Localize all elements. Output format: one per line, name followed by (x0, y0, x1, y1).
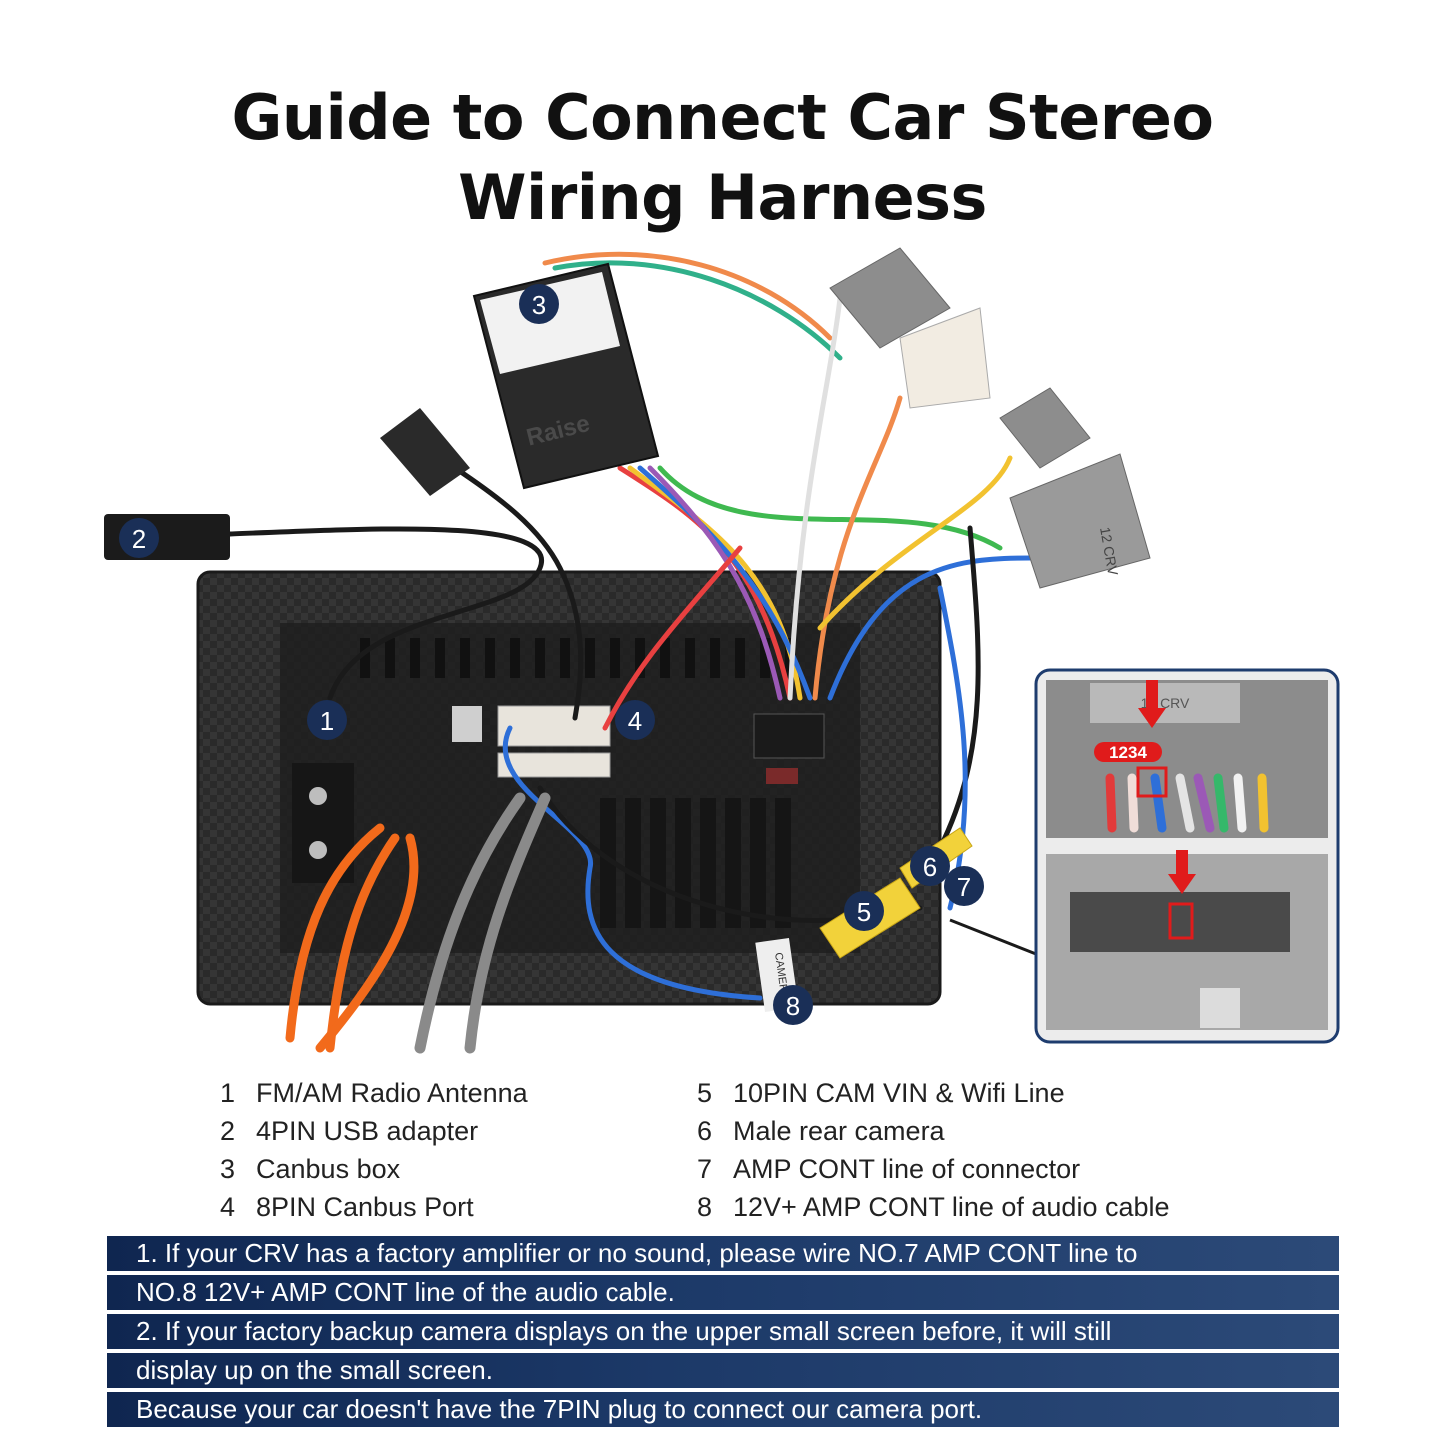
note-line: Because your car doesn't have the 7PIN p… (107, 1392, 1339, 1427)
svg-text:3: 3 (532, 290, 546, 320)
callout-8: 8 (773, 985, 813, 1025)
notes-panel: 1. If your CRV has a factory amplifier o… (107, 1236, 1339, 1431)
leader-line (949, 918, 1037, 956)
harness-connectors: 12 CRV (829, 247, 1151, 589)
inset-connector-detail: 12 CRV 1234 (1034, 668, 1340, 1044)
callout-7: 7 (944, 866, 984, 906)
note-line: display up on the small screen. (107, 1353, 1339, 1388)
wire-bundle (227, 251, 1033, 1001)
canbus-box: Raise (472, 262, 660, 490)
callout-5: 5 (844, 891, 884, 931)
note-line: 1. If your CRV has a factory amplifier o… (107, 1236, 1339, 1271)
note-line: NO.8 12V+ AMP CONT line of the audio cab… (107, 1275, 1339, 1310)
callout-1: 1 (307, 700, 347, 740)
callout-2: 2 (119, 518, 159, 558)
svg-text:7: 7 (957, 872, 971, 902)
wiring-diagram: Raise 12 CRV CAMERA 1 2 3 4 5 6 7 8 12 (104, 247, 1340, 1054)
grey-cables (414, 792, 551, 1054)
callout-4: 4 (615, 700, 655, 740)
svg-text:5: 5 (857, 897, 871, 927)
orange-cable (285, 823, 419, 1053)
note-line: 2. If your factory backup camera display… (107, 1314, 1339, 1349)
stereo-head-unit (196, 570, 942, 1006)
svg-text:8: 8 (786, 991, 800, 1021)
callout-6: 6 (910, 846, 950, 886)
svg-text:1: 1 (320, 706, 334, 736)
pin-numbers-text: 1234 (1109, 743, 1147, 762)
title-line-1: Guide to Connect Car Stereo (231, 81, 1214, 154)
page-title: Guide to Connect Car Stereo Wiring Harne… (0, 78, 1445, 238)
svg-text:4: 4 (628, 706, 642, 736)
svg-text:6: 6 (923, 852, 937, 882)
title-line-2: Wiring Harness (458, 161, 987, 234)
svg-text:2: 2 (132, 524, 146, 554)
callout-3: 3 (519, 284, 559, 324)
callout-markers: 1 2 3 4 5 6 7 8 (119, 284, 984, 1025)
